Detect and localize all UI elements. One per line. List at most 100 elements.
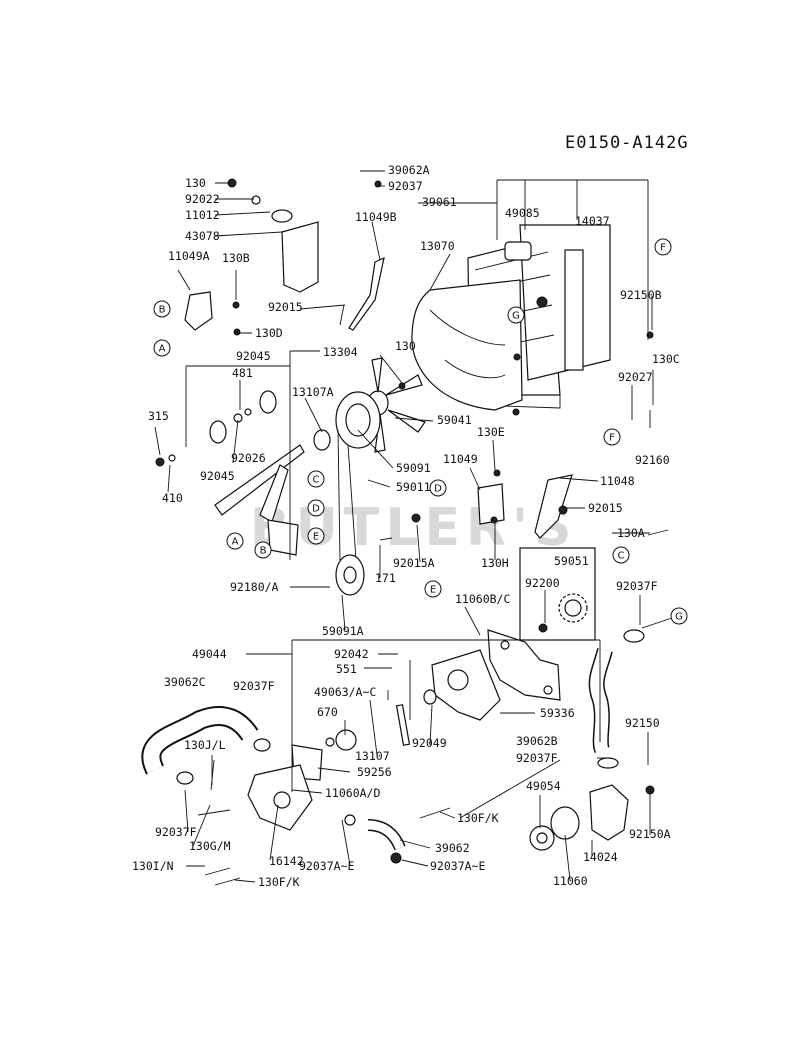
callout-circle: [429, 479, 447, 497]
leader-line: [291, 789, 323, 794]
part-label-p92045: 92045: [236, 349, 271, 363]
clamp-92037f: [597, 629, 645, 769]
leader-line: [439, 811, 456, 819]
part-label-p59051: 59051: [554, 554, 589, 568]
alternator-bracket: [155, 390, 331, 556]
part-label-p11049A: 11049A: [168, 249, 210, 263]
part-label-p13107: 13107: [355, 749, 390, 763]
leader-line: [641, 617, 673, 629]
part-label-p92042: 92042: [334, 647, 369, 661]
part-label-p92160: 92160: [635, 453, 670, 467]
callout-E2: E: [424, 580, 442, 598]
leader-line: [317, 767, 351, 773]
callout-circle: [654, 238, 672, 256]
callout-circle: [153, 339, 171, 357]
callout-letter: B: [260, 546, 267, 557]
part-label-p551: 551: [336, 662, 357, 676]
part-label-p11049B: 11049B: [355, 210, 397, 224]
part-label-p92037F: 92037F: [616, 579, 658, 593]
callout-F2: F: [603, 428, 621, 446]
callout-B1: B: [254, 541, 272, 559]
part-label-p39062B: 39062B: [516, 734, 558, 748]
reservoir-tank: [227, 172, 361, 293]
leader-line: [192, 804, 211, 847]
part-label-p130GM: 130G/M: [189, 839, 231, 853]
part-label-p92045b: 92045: [200, 469, 235, 483]
part-label-p92049: 92049: [412, 736, 447, 750]
part-label-p13304: 13304: [323, 345, 358, 359]
part-label-p92037F_c: 92037F: [516, 751, 558, 765]
callout-A1: A: [226, 532, 244, 550]
leader-line: [379, 354, 403, 384]
callout-C1: C: [307, 470, 325, 488]
leader-line: [357, 429, 394, 469]
fan-belt-pulley: [335, 391, 381, 596]
gasket-11060bc: [487, 629, 561, 701]
callout-circle: [226, 532, 244, 550]
watermark-text: BUTLER'S: [250, 498, 577, 558]
bracket-11049a: [184, 291, 241, 336]
callout-letter: D: [312, 504, 320, 515]
part-label-p92015A: 92015A: [393, 556, 435, 570]
part-label-p92150B: 92150B: [620, 288, 662, 302]
part-label-p92037: 92037: [388, 179, 423, 193]
callout-letter: E: [430, 585, 436, 596]
leader-line: [214, 211, 271, 216]
callout-circle: [307, 470, 325, 488]
part-label-p14024: 14024: [583, 850, 618, 864]
part-label-p59041: 59041: [437, 413, 472, 427]
part-label-p130B: 130B: [222, 251, 250, 265]
part-labels: 13092022110124307839062A9203739061490851…: [132, 163, 680, 889]
leader-line: [401, 859, 429, 867]
callout-letter: E: [313, 532, 319, 543]
callout-letter: F: [609, 433, 615, 444]
part-label-p49063AC: 49063/A~C: [314, 685, 376, 699]
part-label-p39062A: 39062A: [388, 163, 430, 177]
part-label-p43078: 43078: [185, 229, 220, 243]
callout-F1: F: [654, 238, 672, 256]
callout-letter: B: [159, 305, 166, 316]
part-label-p11060AD: 11060A/D: [325, 786, 380, 800]
callout-G2: G: [670, 607, 688, 625]
part-label-p130IN: 130I/N: [132, 859, 174, 873]
part-label-p670: 670: [317, 705, 338, 719]
callout-letter: G: [512, 311, 520, 322]
part-label-p130H: 130H: [481, 556, 509, 570]
leader-line: [214, 231, 283, 237]
gear-59051: [519, 547, 596, 641]
part-label-p92027: 92027: [618, 370, 653, 384]
part-label-p59256: 59256: [357, 765, 392, 779]
part-label-p130C: 130C: [652, 352, 680, 366]
part-label-p11048: 11048: [600, 474, 635, 488]
leader-line: [564, 834, 571, 881]
leader-line: [232, 419, 239, 464]
part-label-p59336: 59336: [540, 706, 575, 720]
callout-circle: [307, 499, 325, 517]
callout-letter: C: [313, 475, 320, 486]
part-label-p11060BC: 11060B/C: [455, 592, 510, 606]
callout-D2: D: [429, 479, 447, 497]
thermostat-housing: [529, 784, 655, 851]
hose-39062c: [141, 706, 271, 785]
part-label-p92022: 92022: [185, 192, 220, 206]
part-label-p11060: 11060: [553, 874, 588, 888]
callout-letter: G: [675, 612, 683, 623]
bracket-11048: [411, 469, 573, 539]
leader-line: [492, 439, 496, 471]
callout-letter: F: [660, 243, 666, 254]
hose-39062b: [588, 647, 613, 753]
part-label-p92037F_d: 92037F: [155, 825, 197, 839]
part-label-p171: 171: [375, 571, 396, 585]
part-label-p92180A: 92180/A: [230, 580, 279, 594]
callout-A2: A: [153, 339, 171, 357]
leader-line: [559, 477, 599, 482]
diagram-code: E0150-A142G: [565, 133, 689, 153]
part-label-p11012: 11012: [185, 208, 220, 222]
part-label-p59011: 59011: [396, 480, 431, 494]
leader-line: [429, 704, 433, 746]
callout-B2: B: [153, 300, 171, 318]
callout-circle: [153, 300, 171, 318]
leader-lines: [154, 170, 673, 883]
leader-line: [459, 759, 561, 819]
